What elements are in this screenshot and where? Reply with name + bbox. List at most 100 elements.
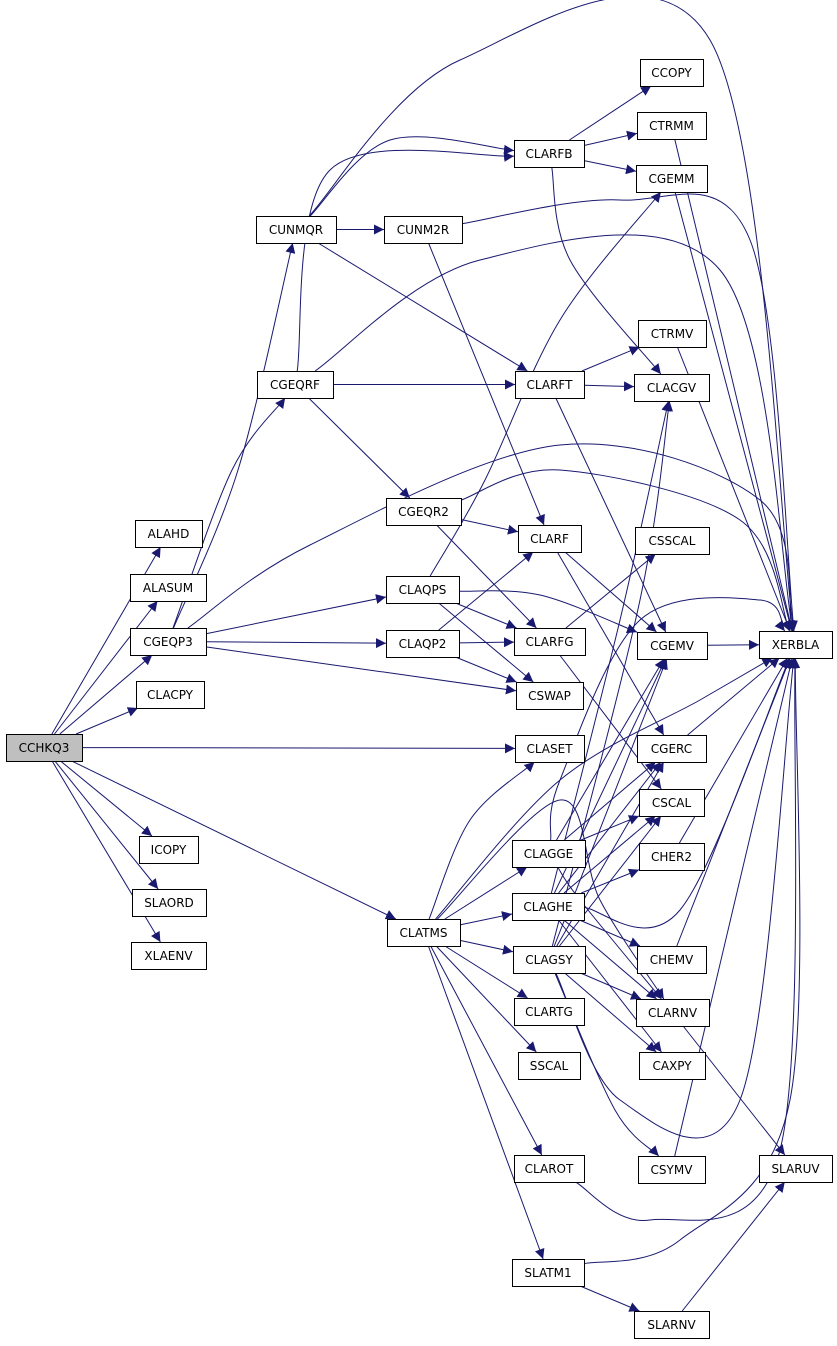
node-clarnv[interactable]: CLARNV [636,999,710,1027]
node-ctrmm[interactable]: CTRMM [637,112,707,140]
edge-claqp2-to-clarf [438,551,534,631]
node-csymv[interactable]: CSYMV [638,1156,706,1184]
node-label: CLAROT [525,1162,574,1176]
node-box [636,999,710,1027]
edge-clatms-to-clarot [430,945,543,1156]
node-caxpy[interactable]: CAXPY [639,1052,706,1080]
edge-cunmqr-to-clarfb [309,136,515,217]
node-cunm2r[interactable]: CUNM2R [384,216,463,244]
edge-clatms-to-claset [428,761,535,920]
edge-clagsy-to-caxpy [564,972,657,1053]
node-clarot[interactable]: CLAROT [514,1155,585,1183]
node-box [514,998,585,1026]
edge-clarfg-to-csscal [565,553,656,629]
edge-claqp2-to-cswap [455,656,517,683]
node-clacgv[interactable]: CLACGV [634,374,710,402]
node-label: CLAGGE [524,847,574,861]
node-label: ICOPY [151,843,187,857]
node-label: CTRMV [651,327,694,341]
node-clartg[interactable]: CLARTG [514,998,585,1026]
edge-cgeqrf-to-xerbla [314,234,796,632]
node-claghe[interactable]: CLAGHE [512,893,585,921]
edge-clatms-to-clagge [444,866,528,920]
node-claset[interactable]: CLASET [515,735,585,763]
edge-clarnv-to-slaruv [682,1025,786,1156]
node-xerbla[interactable]: XERBLA [759,631,833,659]
node-box [512,1259,585,1287]
node-cscal[interactable]: CSCAL [639,789,705,817]
edge-slatm1-to-slarnv [579,1285,640,1312]
node-claqp2[interactable]: CLAQP2 [386,630,460,658]
node-slarnv[interactable]: SLARNV [634,1311,710,1339]
node-box [257,371,334,399]
edge-cchkq3-to-claset [81,743,516,754]
node-cgeqr2[interactable]: CGEQR2 [386,498,462,526]
edge-cchkq3-to-clacpy [75,707,139,735]
edge-cunm2r-to-xerbla [461,193,798,632]
node-label: CLAGHE [523,900,572,914]
node-label: CGERC [651,742,692,756]
node-slatm1[interactable]: SLATM1 [512,1259,585,1287]
node-alahd[interactable]: ALAHD [135,520,203,548]
node-cchkq3[interactable]: CCHKQ3 [6,734,83,762]
node-cher2[interactable]: CHER2 [639,843,705,871]
node-slaruv[interactable]: SLARUV [759,1155,833,1183]
node-label: CGEQR2 [398,505,449,519]
node-cgemv[interactable]: CGEMV [637,632,708,660]
node-xlaenv[interactable]: XLAENV [131,942,207,970]
node-box [759,1155,833,1183]
node-label: CLACPY [147,688,194,702]
node-cgerc[interactable]: CGERC [637,735,707,763]
node-clagsy[interactable]: CLAGSY [513,946,586,974]
node-slaord[interactable]: SLAORD [132,889,207,917]
node-label: ALASUM [143,581,193,595]
node-cgemm[interactable]: CGEMM [636,165,708,193]
node-label: CLAGSY [525,953,573,967]
node-cgeqrf[interactable]: CGEQRF [257,371,334,399]
node-label: CSYMV [651,1163,694,1177]
node-sscal[interactable]: SSCAL [518,1052,581,1080]
node-ctrmv[interactable]: CTRMV [638,320,707,348]
edge-clagge-to-xerbla [549,597,786,841]
node-label: CLASET [526,742,573,756]
node-label: CLARFT [527,378,574,392]
node-icopy[interactable]: ICOPY [139,836,199,864]
edge-clatms-to-clartg [444,945,528,999]
node-label: CLATMS [400,926,448,940]
node-box [386,576,460,604]
edge-clarfb-to-ccopy [569,85,652,141]
node-clacpy[interactable]: CLACPY [136,681,205,709]
node-label: SLATM1 [524,1266,571,1280]
node-box [139,836,199,864]
node-box [514,1155,585,1183]
node-cswap[interactable]: CSWAP [516,682,584,710]
node-clatms[interactable]: CLATMS [387,919,461,947]
node-alasum[interactable]: ALASUM [130,574,207,602]
node-clarfg[interactable]: CLARFG [514,628,586,656]
node-label: CLAQP2 [399,637,447,651]
edge-clatms-to-claghe [459,911,513,926]
node-clarfb[interactable]: CLARFB [514,140,585,168]
node-cgeqp3[interactable]: CGEQP3 [130,628,207,656]
edge-ctrmm-to-xerbla [674,138,795,632]
node-box [130,574,207,602]
node-chemv[interactable]: CHEMV [637,946,707,974]
edge-clarfb-to-cgemm [583,160,637,175]
node-cunmqr[interactable]: CUNMQR [256,216,337,244]
node-box [637,946,707,974]
edge-clagge-to-cscal [580,815,640,841]
node-clarf[interactable]: CLARF [518,525,582,553]
edge-cgeqp3-to-cunmqr [173,242,296,629]
node-box [639,789,705,817]
edge-claghe-to-cgerc [558,761,662,894]
node-box [639,843,705,871]
node-box [386,498,462,526]
node-box [634,1311,710,1339]
node-ccopy[interactable]: CCOPY [640,59,704,87]
node-clarft[interactable]: CLARFT [515,371,585,399]
node-clagge[interactable]: CLAGGE [512,840,586,868]
node-csscal[interactable]: CSSCAL [635,527,710,555]
node-box [637,112,707,140]
node-claqps[interactable]: CLAQPS [386,576,460,604]
